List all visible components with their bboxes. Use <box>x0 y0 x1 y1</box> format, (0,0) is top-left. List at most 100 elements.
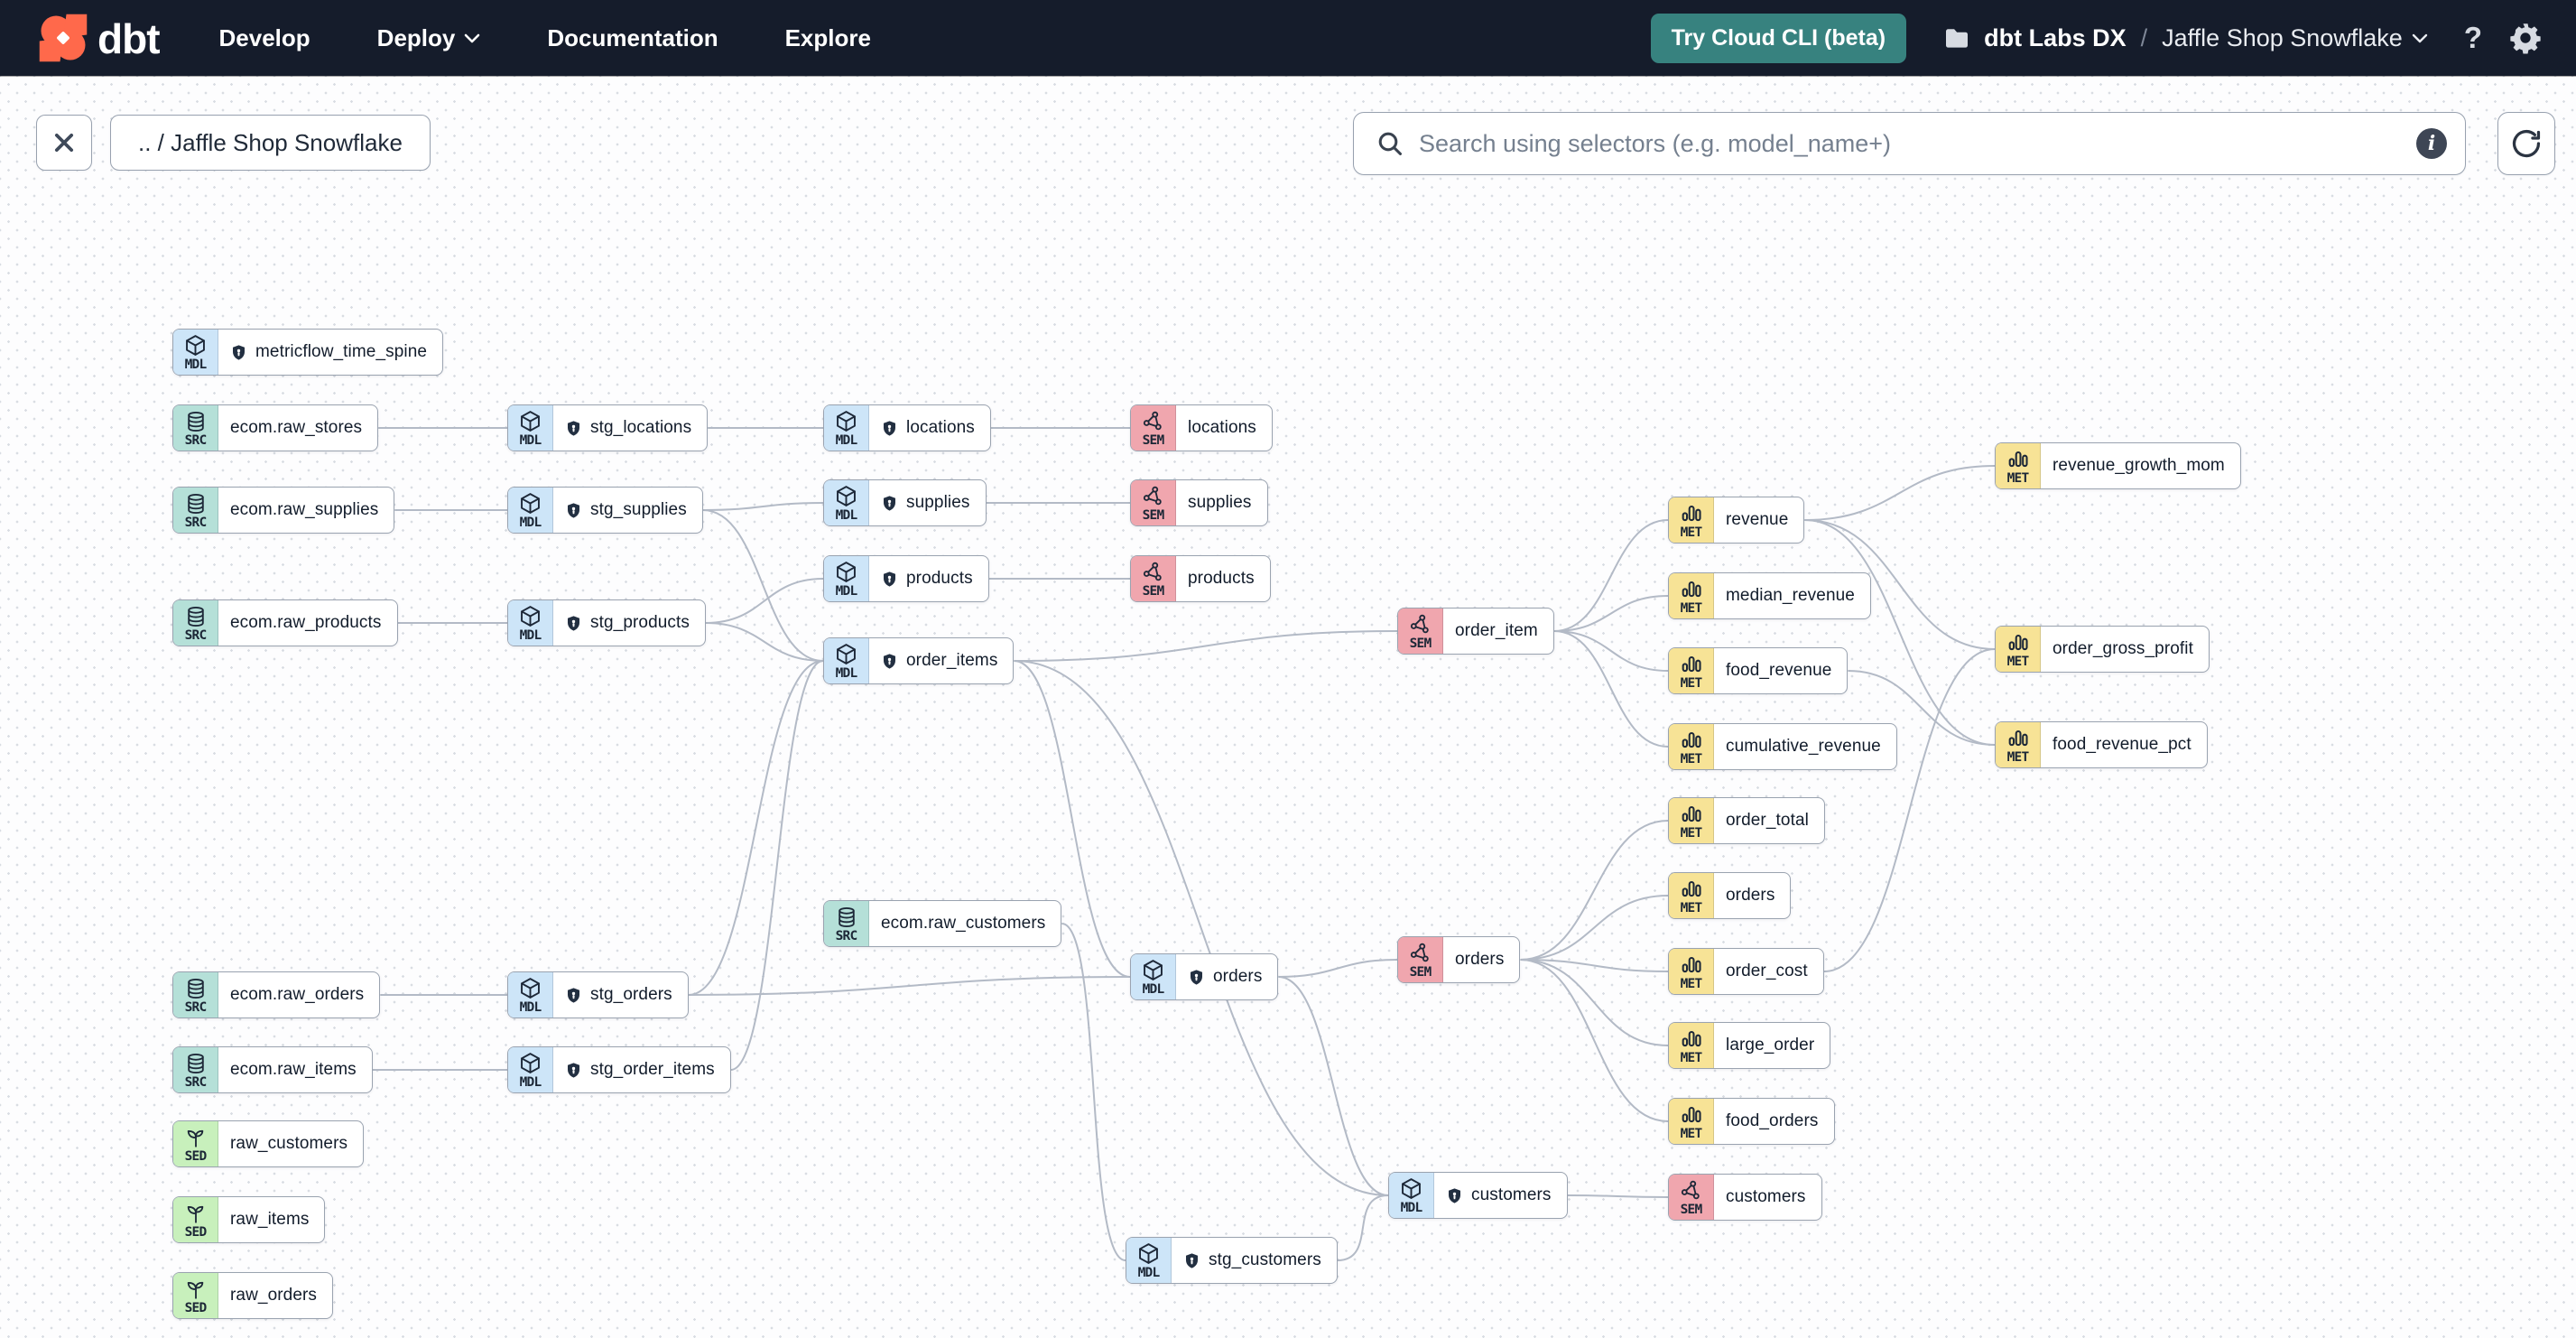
shield-icon <box>1183 1252 1200 1269</box>
node-type-label: SRC <box>835 928 858 943</box>
edge-layer <box>372 426 1996 1261</box>
model-cube-icon <box>834 642 858 666</box>
node-type-label: MET <box>1680 525 1703 540</box>
lineage-breadcrumb[interactable]: .. / Jaffle Shop Snowflake <box>110 115 431 171</box>
account-name[interactable]: dbt Labs DX <box>1984 23 2127 51</box>
info-icon[interactable]: i <box>2416 128 2447 159</box>
shield-icon <box>230 344 247 361</box>
node-type-badge: SED <box>173 1121 218 1166</box>
node-type-badge: MDL <box>508 972 553 1017</box>
nav-item-deploy[interactable]: Deploy <box>377 24 481 52</box>
node-type-badge: MET <box>1669 798 1714 843</box>
metric-bars-icon <box>1680 578 1703 601</box>
node-label: ecom.raw_stores <box>230 418 363 437</box>
source-database-icon <box>184 410 208 433</box>
node-body: order_items <box>869 638 1013 683</box>
node-label: locations <box>1188 418 1256 437</box>
graph-node-mdl_customers[interactable]: MDL customers <box>1388 1172 1568 1219</box>
gear-icon[interactable] <box>2509 22 2542 54</box>
node-label: order_item <box>1455 621 1538 640</box>
node-label: cumulative_revenue <box>1726 737 1881 756</box>
node-label: revenue <box>1726 510 1789 529</box>
refresh-button[interactable] <box>2497 112 2555 175</box>
edge-src_raw_customers-to-mdl_stg_customers <box>1061 923 1126 1261</box>
shield-icon <box>881 420 898 437</box>
node-label: orders <box>1213 967 1263 986</box>
node-type-badge: SEM <box>1669 1175 1714 1220</box>
node-body: locations <box>1176 405 1272 451</box>
node-type-badge: SED <box>173 1273 218 1318</box>
model-cube-icon <box>518 976 542 1000</box>
semantic-network-icon <box>1142 410 1165 433</box>
graph-node-met_order_cost[interactable]: MET order_cost <box>1668 948 1824 995</box>
edge-sem_order_item-to-met_food_revenue <box>1553 630 1669 672</box>
node-body: ecom.raw_orders <box>218 972 379 1017</box>
node-type-label: SED <box>184 1300 208 1315</box>
nav-item-documentation[interactable]: Documentation <box>547 23 718 51</box>
node-label: stg_locations <box>590 418 692 437</box>
folder-icon <box>1942 23 1971 52</box>
node-body: orders <box>1714 873 1790 918</box>
dbt-brand[interactable]: dbt <box>38 13 161 63</box>
node-body: stg_supplies <box>553 488 702 533</box>
nav-item-develop[interactable]: Develop <box>218 23 310 51</box>
top-navbar: dbt Develop Deploy Documentation Explore… <box>0 0 2576 76</box>
node-body: orders <box>1443 937 1519 982</box>
nav-item-explore[interactable]: Explore <box>784 23 871 51</box>
node-type-label: SED <box>184 1224 208 1240</box>
close-lineage-button[interactable] <box>36 115 92 171</box>
project-selector[interactable]: Jaffle Shop Snowflake <box>2162 24 2428 52</box>
node-label: order_cost <box>1726 962 1808 980</box>
shield-icon <box>565 502 582 519</box>
graph-node-mdl_orders[interactable]: MDL orders <box>1130 953 1279 1000</box>
shield-icon <box>565 1062 582 1079</box>
help-icon[interactable]: ? <box>2463 21 2482 54</box>
try-cloud-cli-button[interactable]: Try Cloud CLI (beta) <box>1650 13 1907 63</box>
node-label: customers <box>1471 1185 1552 1204</box>
search-input[interactable] <box>1419 129 2402 158</box>
node-type-label: MDL <box>1400 1201 1423 1216</box>
node-type-badge: MDL <box>824 480 869 525</box>
node-type-badge: MDL <box>1131 954 1176 999</box>
graph-node-met_revenue[interactable]: MET revenue <box>1668 497 1805 544</box>
close-icon <box>51 130 77 155</box>
node-type-label: MET <box>1680 976 1703 991</box>
